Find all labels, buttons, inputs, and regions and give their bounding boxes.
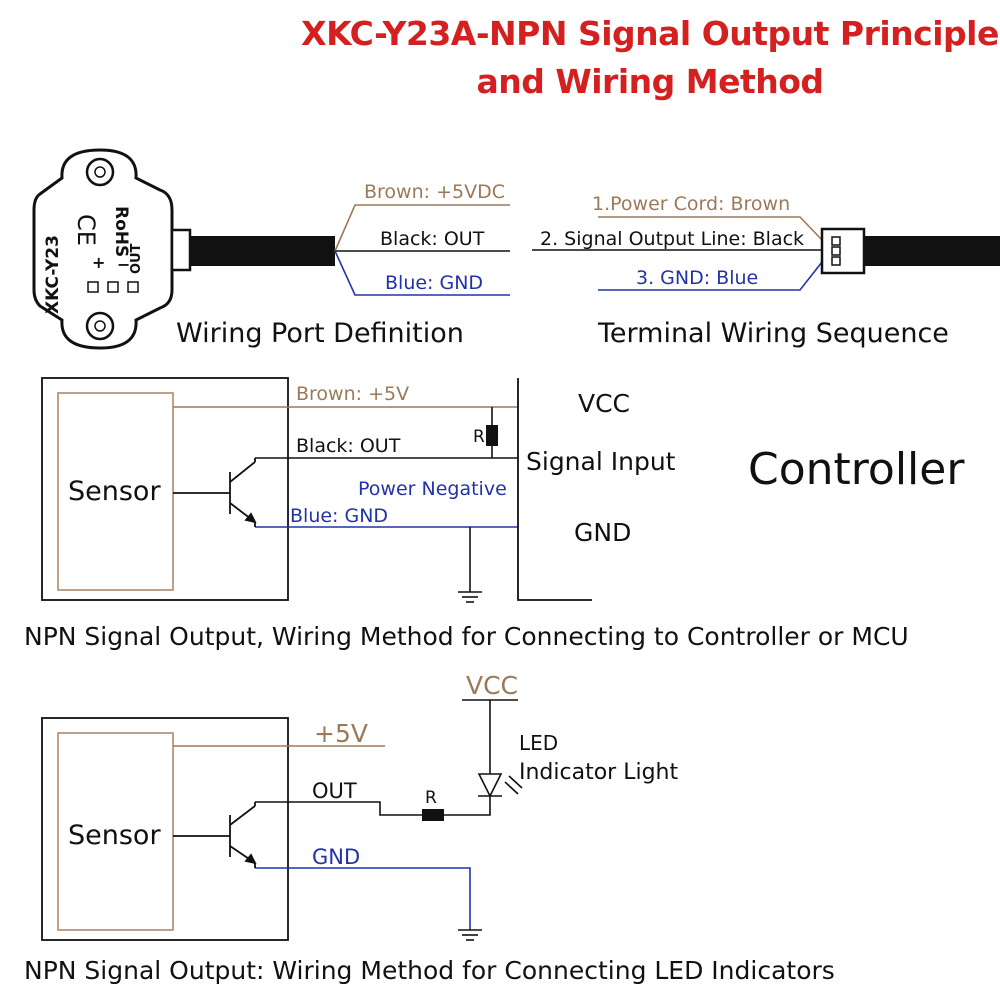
led-sensor-label: Sensor [68,820,161,851]
controller-sensor-box [41,377,289,601]
terminal-connector [820,227,1000,275]
controller-ground-icon [458,591,482,603]
ctrl-brown-label: Brown: +5V [296,383,409,405]
ctrl-black-label: Black: OUT [296,435,401,457]
title-line-2: and Wiring Method [476,62,824,101]
controller-caption: NPN Signal Output, Wiring Method for Con… [24,622,909,651]
ctrl-signal-input-label: Signal Input [526,447,676,476]
wp-blue-label: Blue: GND [385,272,483,294]
wiring-port-wires [334,204,510,296]
title-line-1: XKC-Y23A-NPN Signal Output Principle [301,14,999,53]
ctrl-blue-label: Blue: GND [290,505,388,527]
ce-mark-icon: CE [72,214,100,246]
led-indicator-icon [477,773,523,798]
model-label: XKC-Y23 [43,235,63,314]
led-out-label: OUT [312,779,357,803]
pin-minus-label: − [117,255,130,274]
term-brown-label: 1.Power Cord: Brown [592,193,790,215]
ctrl-resistor-label: R [473,427,485,447]
led-plus5v-label: +5V [314,719,368,748]
led-label-line2: Indicator Light [519,760,678,785]
wp-black-label: Black: OUT [380,228,485,250]
wiring-port-caption: Wiring Port Definition [176,318,464,349]
term-blue-label: 3. GND: Blue [636,267,758,289]
controller-sensor-label: Sensor [68,476,161,507]
term-black-label: 2. Signal Output Line: Black [540,228,804,250]
rohs-label: RoHS [111,206,131,257]
led-vcc-label: VCC [466,671,518,700]
pin-out-label: OUT [129,243,144,274]
led-resistor-label: R [425,788,437,808]
led-caption: NPN Signal Output: Wiring Method for Con… [24,956,835,985]
led-resistor-icon [422,809,444,821]
sensor-body: CE RoHS XKC-Y23 + − OUT [32,148,174,350]
terminal-caption: Terminal Wiring Sequence [597,318,949,349]
wp-brown-label: Brown: +5VDC [364,181,505,203]
controller-label: Controller [748,444,965,495]
led-ground-icon [458,929,482,941]
controller-wires [173,378,592,601]
led-transistor-icon [173,802,257,868]
ctrl-gnd-label: GND [574,518,631,547]
led-sensor-box [41,717,289,941]
led-wires [173,699,518,930]
sensor-cable [170,228,335,272]
ctrl-vcc-label: VCC [578,389,630,418]
controller-resistor-icon [486,425,498,446]
pin-plus-label: + [92,253,105,272]
terminal-wires [532,216,823,291]
ctrl-power-negative-label: Power Negative [358,478,507,500]
led-label-line1: LED [519,731,558,755]
led-gnd-label: GND [312,845,360,869]
mount-hole-icon [85,157,115,187]
mount-hole-icon [85,311,115,341]
controller-transistor-icon [173,458,257,527]
